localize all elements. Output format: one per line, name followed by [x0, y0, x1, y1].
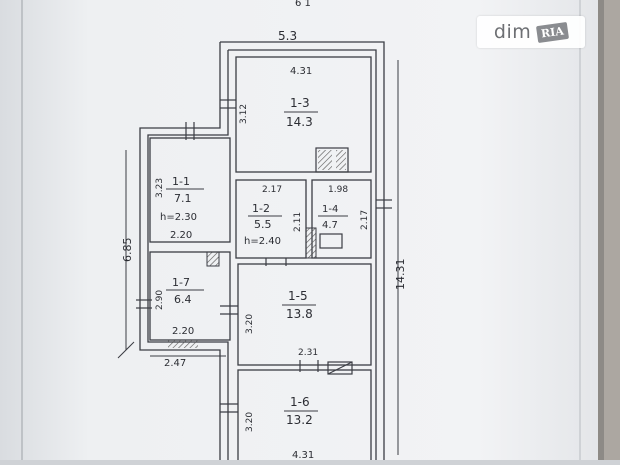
dim-right-mid: 2.17 — [360, 210, 370, 230]
dim-right-long: 14.31 — [394, 259, 407, 291]
room-area: 4.7 — [322, 220, 338, 231]
dim-room11-bottom: 2.20 — [170, 230, 192, 241]
fixtures — [168, 147, 353, 375]
dim-room12-side: 2.11 — [293, 212, 303, 232]
room-1-4: 1-4 4.7 — [318, 204, 348, 231]
watermark-badge: RIA — [536, 21, 570, 43]
dim-room11-side: 3.23 — [155, 178, 165, 198]
room-id: 1-3 — [290, 96, 310, 110]
dim-top-width: 5.3 — [278, 29, 297, 43]
dimension-lines — [117, 60, 399, 455]
dim-room17-bottom: 2.20 — [172, 326, 194, 337]
dim-left-total: 6.85 — [121, 238, 134, 263]
dim-room13-width: 4.31 — [290, 66, 312, 77]
room-1-1: 1-1 7.1 h=2.30 — [160, 175, 204, 223]
stove-icon-lower — [327, 361, 353, 375]
dim-room17-side: 2.90 — [155, 290, 165, 310]
dim-room16-side: 3.20 — [245, 412, 255, 432]
dim-room12-top: 2.17 — [262, 185, 282, 195]
dim-ria-watermark: dim RIA — [477, 16, 585, 48]
heater-icon — [206, 251, 220, 267]
room-area: 5.5 — [254, 218, 272, 231]
room-id: 1-6 — [290, 395, 310, 409]
room-id: 1-2 — [252, 202, 270, 215]
room-1-3: 1-3 14.3 — [284, 96, 318, 129]
outer-walls — [139, 41, 385, 460]
dim-room13-side: 3.12 — [239, 104, 249, 124]
steps-icon — [168, 340, 198, 348]
room-area: 14.3 — [286, 115, 313, 129]
windows — [136, 99, 392, 413]
dim-room15-bottom: 2.31 — [298, 348, 318, 358]
room-1-5: 1-5 13.8 — [282, 289, 316, 321]
watermark-brand: dim — [493, 21, 532, 43]
room-1-7: 1-7 6.4 — [166, 276, 204, 306]
stove-icon — [315, 147, 349, 173]
chimney-icon — [305, 227, 317, 259]
dim-room14-top: 1.98 — [328, 185, 348, 195]
boiler-icon — [319, 233, 343, 249]
room-height: h=2.30 — [160, 212, 197, 223]
room-1-6: 1-6 13.2 — [284, 395, 318, 427]
room-area: 6.4 — [174, 293, 192, 306]
room-id: 1-1 — [172, 175, 190, 188]
dim-room16-bottom: 4.31 — [292, 450, 314, 460]
room-height: h=2.40 — [244, 236, 281, 247]
dim-bottom-ext: 2.47 — [164, 358, 186, 369]
paper-sheet — [0, 0, 598, 460]
room-area: 7.1 — [174, 192, 192, 205]
room-id: 1-5 — [288, 289, 308, 303]
room-id: 1-4 — [322, 204, 338, 215]
header-fragment: 6 1 — [295, 0, 311, 9]
room-id: 1-7 — [172, 276, 190, 289]
dim-room15-side: 3.20 — [245, 314, 255, 334]
room-area: 13.8 — [286, 307, 313, 321]
room-area: 13.2 — [286, 413, 313, 427]
room-1-2: 1-2 5.5 h=2.40 — [244, 202, 282, 247]
